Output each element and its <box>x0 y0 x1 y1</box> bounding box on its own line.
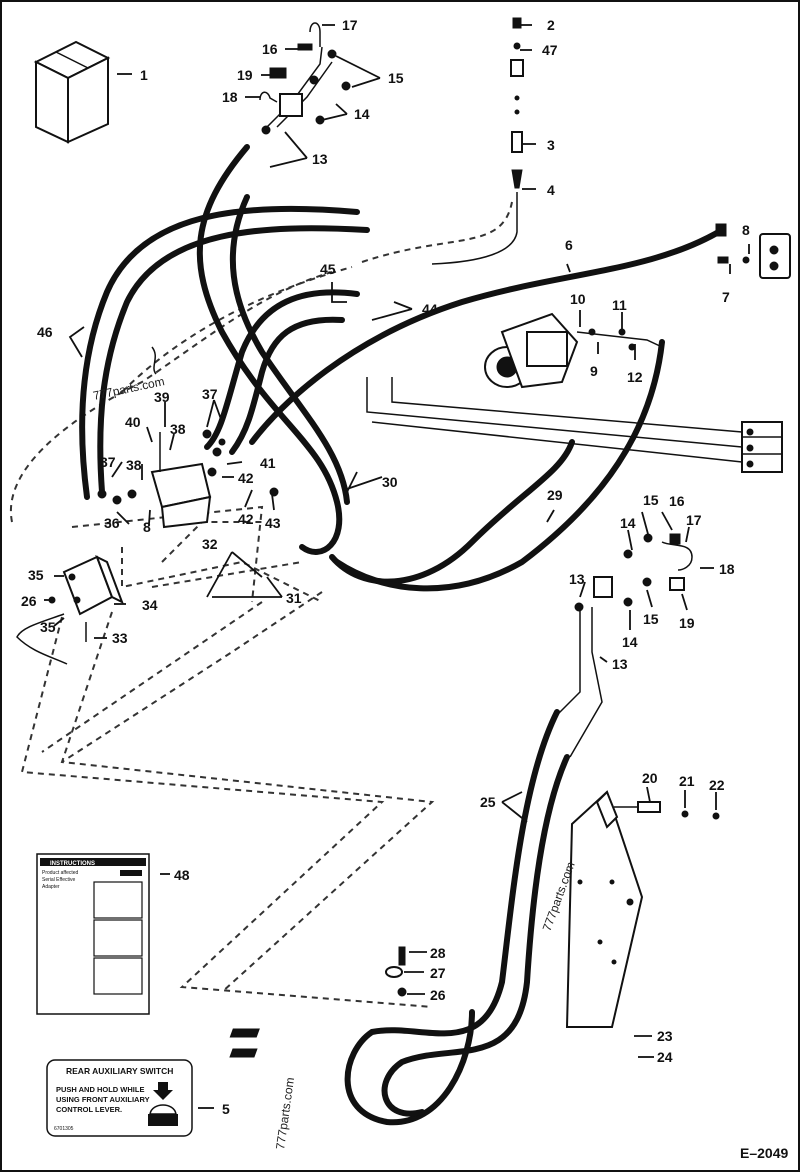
callout-2: 2 <box>547 17 555 33</box>
callout-48: 48 <box>174 867 190 883</box>
callout-27: 27 <box>430 965 446 981</box>
fitting-stack <box>510 17 524 189</box>
callout-15: 15 <box>388 70 404 86</box>
callout-25: 25 <box>480 794 496 810</box>
callout-20: 20 <box>642 770 658 786</box>
callout-34: 34 <box>142 597 158 613</box>
callout-4: 4 <box>547 182 555 198</box>
watermark-3: 777parts.com <box>273 1076 297 1150</box>
callout-37-left: 37 <box>100 454 116 470</box>
callout-14-right: 14 <box>620 515 636 531</box>
callout-19: 19 <box>237 67 253 83</box>
hose-assemblies <box>79 46 743 1126</box>
callout-17-right: 17 <box>686 512 702 528</box>
switch-decal-title: REAR AUXILIARY SWITCH <box>66 1066 173 1076</box>
callout-26: 26 <box>430 987 446 1003</box>
switch-box <box>16 346 157 665</box>
control-valve <box>741 421 783 473</box>
parts-illustrations <box>16 17 791 1058</box>
callout-46: 46 <box>37 324 53 340</box>
callout-18-right: 18 <box>719 561 735 577</box>
callout-3: 3 <box>547 137 555 153</box>
instruction-decal: INSTRUCTIONS Product affected Serial Eff… <box>36 853 150 1015</box>
callout-26-left: 26 <box>21 593 37 609</box>
callout-15-lower: 15 <box>643 611 659 627</box>
push-arrow-icon <box>153 1082 173 1100</box>
callout-13-right: 13 <box>569 571 585 587</box>
small-hardware <box>385 946 407 997</box>
callout-22: 22 <box>709 777 725 793</box>
right-fittings <box>715 223 791 279</box>
callout-19-right: 19 <box>679 615 695 631</box>
callout-32: 32 <box>202 536 218 552</box>
callout-35-bottom: 35 <box>40 619 56 635</box>
leader-lines <box>44 24 750 1109</box>
callout-13-lower: 13 <box>612 656 628 672</box>
top-fittings <box>259 22 351 135</box>
callout-45: 45 <box>320 261 336 277</box>
callout-14: 14 <box>354 106 370 122</box>
callout-37-top: 37 <box>202 386 218 402</box>
callout-38-left: 38 <box>126 457 142 473</box>
callout-18: 18 <box>222 89 238 105</box>
instruction-decal-line-1: Product affected <box>42 870 79 876</box>
callout-31: 31 <box>286 590 302 606</box>
callout-36: 36 <box>104 515 120 531</box>
callout-7: 7 <box>722 289 730 305</box>
instruction-decal-line-2: Serial Effective <box>42 877 75 883</box>
callout-21: 21 <box>679 773 695 789</box>
manifold-block <box>97 429 279 529</box>
switch-decal-line-3: CONTROL LEVER. <box>56 1105 122 1114</box>
callout-35-top: 35 <box>28 567 44 583</box>
callout-17: 17 <box>342 17 358 33</box>
callout-15-right: 15 <box>643 492 659 508</box>
callout-47: 47 <box>542 42 558 58</box>
callout-38-top: 38 <box>170 421 186 437</box>
lower-right-fittings <box>574 533 693 612</box>
callout-8: 8 <box>742 222 750 238</box>
callout-10: 10 <box>570 291 586 307</box>
callout-16: 16 <box>262 41 278 57</box>
callout-23: 23 <box>657 1028 673 1044</box>
callout-labels: 1 2 47 3 4 17 16 19 18 15 14 13 6 8 7 10… <box>21 17 750 1117</box>
switch-decal-line-1: PUSH AND HOLD WHILE <box>56 1085 144 1094</box>
switch-decal-part-number: 6701305 <box>54 1126 74 1132</box>
callout-12: 12 <box>627 369 643 385</box>
callout-44: 44 <box>422 301 438 317</box>
rear-auxiliary-switch-decal: REAR AUXILIARY SWITCH PUSH AND HOLD WHIL… <box>46 1059 193 1137</box>
mounting-bracket <box>229 790 720 1058</box>
callout-14-lower: 14 <box>622 634 638 650</box>
callout-13: 13 <box>312 151 328 167</box>
callout-40: 40 <box>125 414 141 430</box>
callout-5: 5 <box>222 1101 230 1117</box>
callout-11: 11 <box>612 297 627 313</box>
callout-29: 29 <box>547 487 563 503</box>
callout-8-left: 8 <box>143 519 151 535</box>
callout-42-top: 42 <box>238 470 254 486</box>
callout-39: 39 <box>154 389 170 405</box>
diagram-code: E–2049 <box>740 1145 788 1161</box>
instruction-decal-line-3: Adapter <box>42 884 60 890</box>
callout-28: 28 <box>430 945 446 961</box>
box-part <box>33 40 111 144</box>
callout-43: 43 <box>265 515 281 531</box>
callout-33: 33 <box>112 630 128 646</box>
callout-1: 1 <box>140 67 148 83</box>
switch-button-icon <box>149 1104 177 1115</box>
callout-42-bottom: 42 <box>238 511 254 527</box>
callout-6: 6 <box>565 237 573 253</box>
callout-30: 30 <box>382 474 398 490</box>
switch-decal-line-2: USING FRONT AUXILIARY <box>56 1095 150 1104</box>
hydraulic-pump <box>484 312 663 389</box>
callout-9: 9 <box>590 363 598 379</box>
callout-16-right: 16 <box>669 493 685 509</box>
callout-24: 24 <box>657 1049 673 1065</box>
instruction-decal-title: INSTRUCTIONS <box>50 861 95 867</box>
callout-41: 41 <box>260 455 276 471</box>
